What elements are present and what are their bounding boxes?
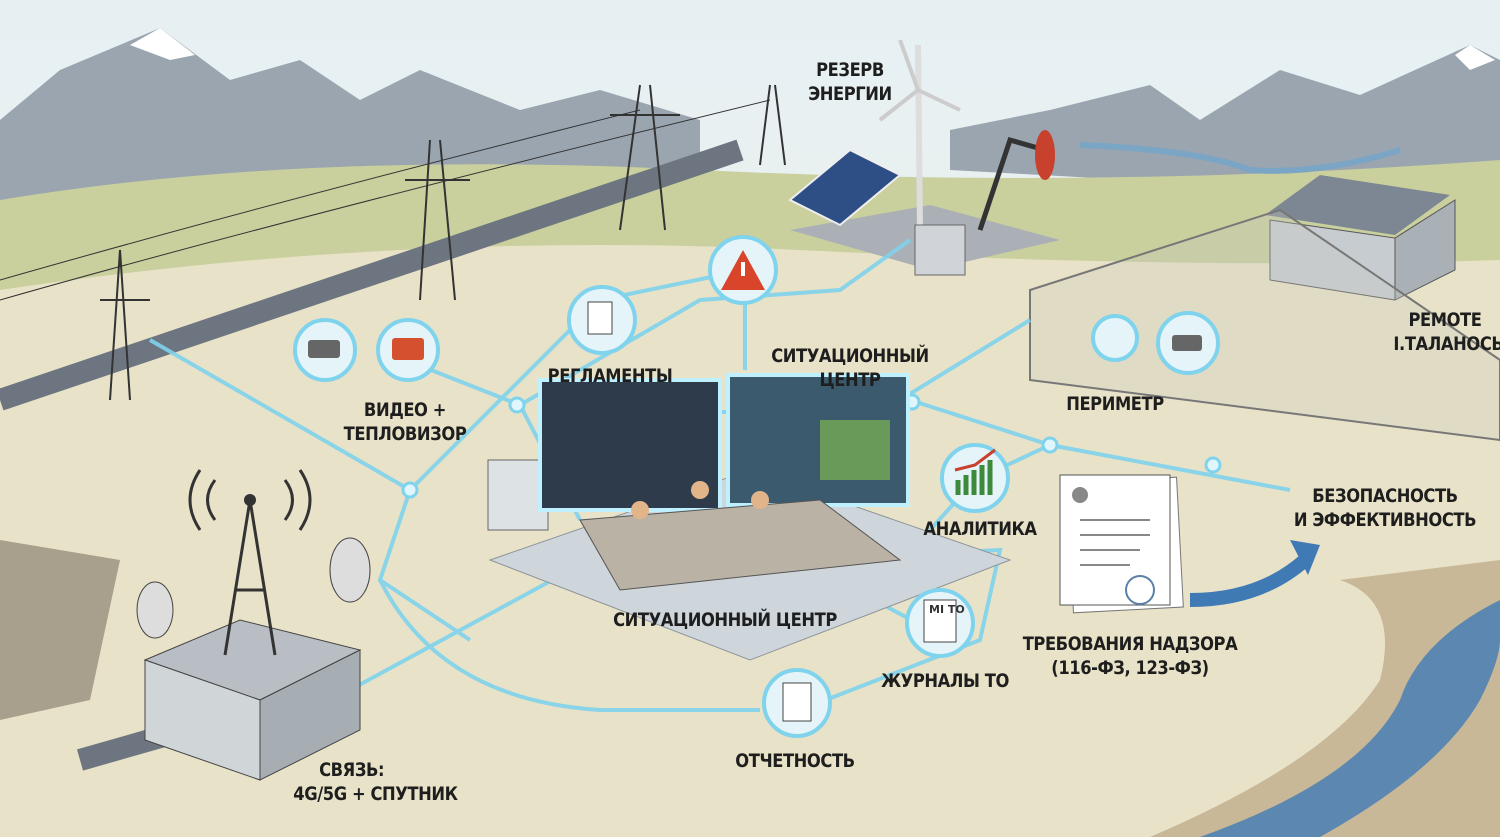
label-line: ЦЕНТР: [819, 369, 881, 391]
label-line: РЕМОТЕ: [1408, 309, 1482, 331]
arrow-icon: [1189, 554, 1310, 607]
label-line: ЭНЕРГИИ: [808, 83, 892, 105]
certificate-icon: [1059, 474, 1184, 614]
river: [1200, 600, 1500, 837]
energy-site: [788, 39, 1060, 276]
sensor-icon: [1091, 314, 1139, 362]
label-line: ТЕПЛОВИЗОР: [343, 423, 467, 445]
label-line: БЕЗОПАСНОСТЬ: [1312, 485, 1458, 507]
label-line: И ЭФФЕКТИВНОСТЬ: [1293, 509, 1477, 531]
label-video: ВИДЕО + ТЕПЛОВИЗОР: [341, 398, 470, 446]
situation-center-platform: [487, 373, 1012, 661]
label-line: ВИДЕО +: [363, 399, 447, 421]
stream: [1079, 142, 1401, 174]
label-line: СИТУАЦИОННЫЙ: [771, 345, 929, 367]
comm-station: [136, 469, 371, 781]
label-safety: БЕЗОПАСНОСТЬ И ЭФФЕКТИВНОСТЬ: [1286, 484, 1484, 532]
label-analytics: АНАЛИТИКА: [923, 518, 1037, 540]
label-line: 4G/5G + СПУТНИК: [293, 783, 458, 805]
label-line: (116-ФЗ, 123-ФЗ): [1051, 657, 1209, 679]
label-energy-reserve: РЕЗЕРВ ЭНЕРГИИ: [798, 58, 901, 106]
label-situation-center-top: СИТУАЦИОННЫЙ ЦЕНТР: [764, 344, 936, 392]
label-line: І.ТАЛАНОСЫ: [1393, 333, 1500, 355]
label-connectivity: СВЯЗЬ: 4G/5G + СПУТНИК: [293, 758, 458, 806]
label-line: ТРЕБОВАНИЯ НАДЗОРА: [1022, 633, 1238, 655]
label-reporting: ОТЧЕТНОСТЬ: [735, 750, 855, 772]
logbook-icon-text: MI TO: [929, 603, 965, 616]
label-regulations: РЕГЛАМЕНТЫ: [547, 365, 673, 387]
label-perimeter: ПЕРИМЕТР: [1066, 393, 1164, 415]
label-line: РЕЗЕРВ: [816, 59, 884, 81]
fence: [1029, 208, 1500, 442]
label-supervision: ТРЕБОВАНИЯ НАДЗОРА (116-ФЗ, 123-ФЗ): [1018, 632, 1242, 680]
warehouse: [1265, 175, 1456, 301]
power-lines: [0, 84, 786, 401]
label-situation-center: СИТУАЦИОННЫЙ ЦЕНТР: [613, 609, 837, 631]
label-maintenance-logs: ЖУРНАЛЫ ТО: [881, 670, 1009, 692]
label-line: СВЯЗЬ:: [319, 759, 385, 781]
rocks: [0, 540, 120, 720]
label-remote: РЕМОТЕ І.ТАЛАНОСЫ: [1393, 308, 1500, 356]
